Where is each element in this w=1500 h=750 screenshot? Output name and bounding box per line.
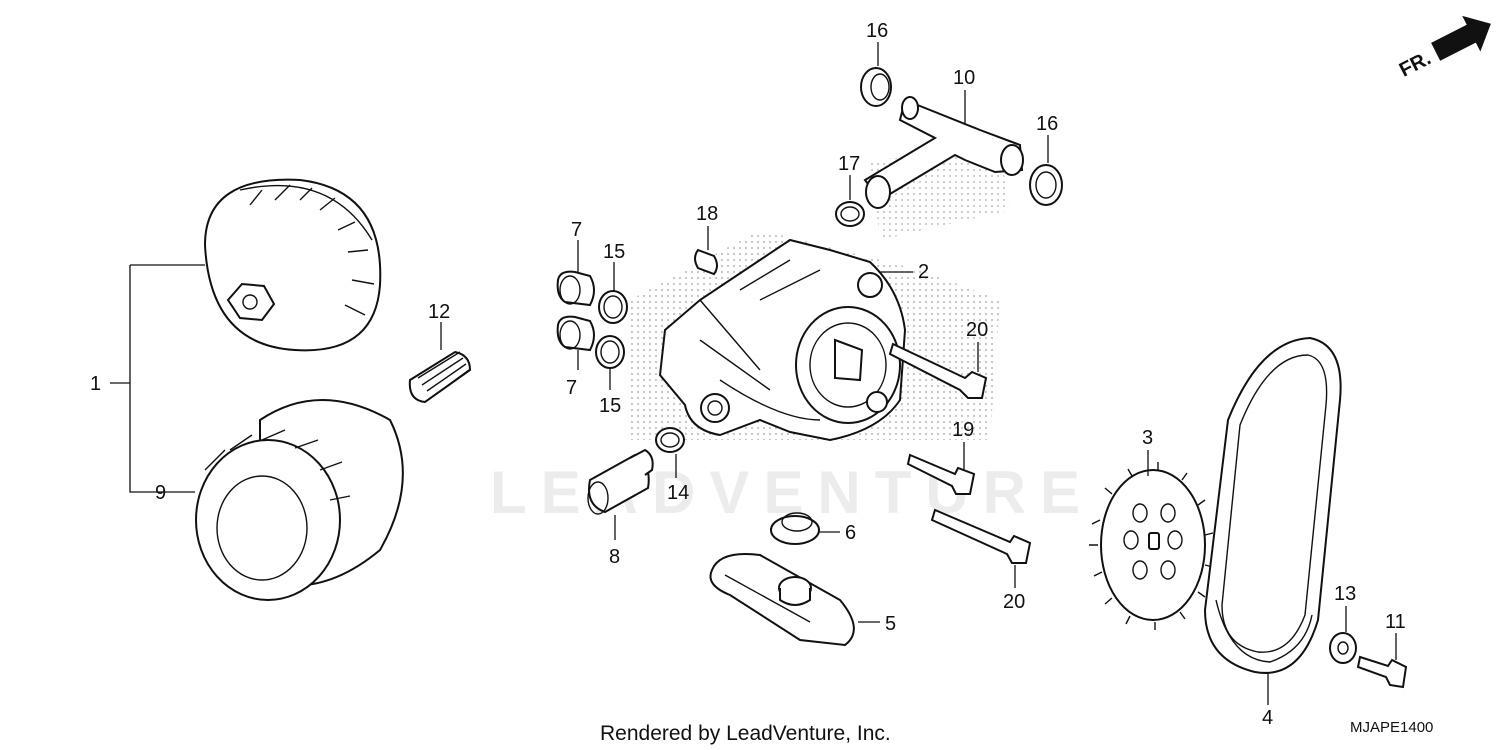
callout-15-upper: 15 bbox=[603, 241, 625, 263]
callout-20-lower: 20 bbox=[1003, 591, 1025, 613]
dowel-pin-part bbox=[694, 248, 718, 276]
callout-8: 8 bbox=[609, 546, 620, 568]
flange-bolt-lower-part bbox=[930, 508, 1032, 564]
oil-pump-body-part bbox=[658, 238, 907, 442]
callout-10: 10 bbox=[953, 67, 975, 89]
oil-pipe-part bbox=[863, 96, 1024, 209]
callout-6: 6 bbox=[845, 522, 856, 544]
callout-7-lower: 7 bbox=[566, 377, 577, 399]
callout-18: 18 bbox=[696, 203, 718, 225]
footer-credit: Rendered by LeadVenture, Inc. bbox=[600, 722, 891, 745]
callout-5: 5 bbox=[885, 613, 896, 635]
o-ring-small-part bbox=[655, 427, 685, 453]
callout-13: 13 bbox=[1334, 583, 1356, 605]
pump-sprocket-part bbox=[1089, 462, 1214, 630]
filter-stud-part bbox=[408, 350, 472, 404]
front-direction-label: FR. bbox=[1396, 47, 1435, 81]
callout-1: 1 bbox=[90, 373, 101, 395]
relief-valve-part bbox=[587, 448, 654, 515]
callout-4: 4 bbox=[1262, 707, 1273, 729]
callout-11: 11 bbox=[1385, 611, 1406, 633]
callout-14: 14 bbox=[667, 482, 689, 504]
callout-15-lower: 15 bbox=[599, 395, 621, 417]
callout-19: 19 bbox=[952, 419, 974, 441]
dowel-collar-upper-part bbox=[556, 270, 595, 307]
pump-drive-chain-part bbox=[1203, 336, 1342, 674]
sprocket-bolt-part bbox=[1356, 655, 1408, 689]
oil-filter-part bbox=[195, 399, 404, 601]
callout-12: 12 bbox=[428, 301, 450, 323]
sprocket-washer-part bbox=[1329, 632, 1357, 664]
oil-filter-cap-part bbox=[203, 178, 382, 352]
callout-3: 3 bbox=[1142, 427, 1153, 449]
pipe-seal-right-part bbox=[1029, 164, 1063, 206]
front-direction-arrow: FR. bbox=[1396, 15, 1491, 82]
callout-20-upper: 20 bbox=[966, 319, 988, 341]
callout-2: 2 bbox=[918, 261, 929, 283]
flange-bolt-upper-part bbox=[888, 342, 988, 399]
oil-strainer-part bbox=[709, 553, 855, 647]
callout-17: 17 bbox=[838, 153, 860, 175]
diagram-code: MJAPE1400 bbox=[1350, 719, 1433, 736]
callout-7-upper: 7 bbox=[571, 219, 582, 241]
o-ring-upper-part bbox=[598, 290, 628, 324]
flange-bolt-short-part bbox=[906, 453, 976, 495]
callout-16-upper: 16 bbox=[866, 20, 888, 42]
pipe-seal-upper-part bbox=[860, 67, 892, 107]
o-ring-lower-part bbox=[595, 335, 625, 369]
oil-seal-part bbox=[770, 512, 820, 545]
callout-16-right: 16 bbox=[1036, 113, 1058, 135]
leader-lines bbox=[110, 42, 1397, 705]
dowel-collar-lower-part bbox=[556, 315, 595, 352]
callout-labels: 1 9 12 7 15 7 15 18 17 16 10 16 2 20 19 … bbox=[90, 20, 1406, 729]
pipe-o-ring-part bbox=[835, 201, 865, 227]
callout-9: 9 bbox=[155, 482, 166, 504]
